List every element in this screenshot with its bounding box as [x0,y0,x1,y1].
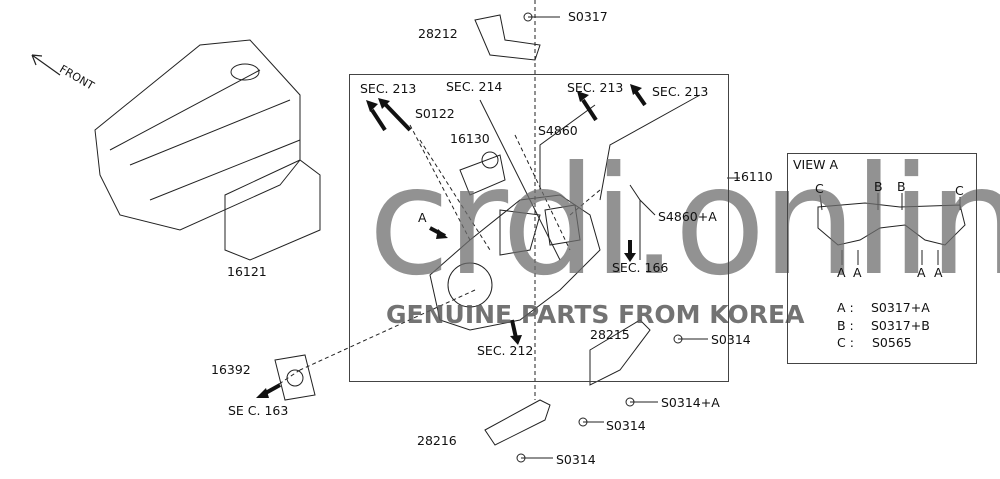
watermark-brand: crdi.online [368,135,1000,309]
part-28216[interactable]: 28216 [417,433,457,448]
part-s0314-a[interactable]: S0314+A [661,395,720,410]
legend-key: B : [837,318,854,333]
part-s0317[interactable]: S0317 [568,9,608,24]
legend-key: A : [837,300,854,315]
sec-213-link[interactable]: SEC. 213 [360,81,417,96]
view-a-frame [787,153,977,364]
view-mark: A [837,265,846,280]
legend-key: C : [837,335,854,350]
front-arrow-icon [31,54,61,76]
sec-166-link[interactable]: SEC. 166 [612,260,669,275]
legend-value[interactable]: S0317+B [871,318,930,333]
part-s0122[interactable]: S0122 [415,106,455,121]
sec-163-link[interactable]: SE C. 163 [228,403,289,418]
bracket-28216 [484,399,551,446]
view-mark: C [955,183,964,198]
view-mark: B [874,179,883,194]
gasket-16121 [224,159,321,261]
view-a-marker: A [418,210,427,225]
view-a-gasket [817,202,966,246]
main-assembly-frame [349,74,729,382]
view-mark: B [897,179,906,194]
legend-value[interactable]: S0565 [872,335,912,350]
part-s0314[interactable]: S0314 [606,418,646,433]
part-16121[interactable]: 16121 [227,264,267,279]
part-16130[interactable]: 16130 [450,131,490,146]
view-mark: A [934,265,943,280]
sec-213-link[interactable]: SEC. 213 [567,80,624,95]
part-s4860[interactable]: S4860 [538,123,578,138]
sec-213-link[interactable]: SEC. 213 [652,84,709,99]
watermark-tagline: GENUINE PARTS FROM KOREA [386,300,805,329]
sec-212-link[interactable]: SEC. 212 [477,343,534,358]
bracket-28215 [589,319,651,386]
bracket-28212 [474,14,541,61]
part-28215[interactable]: 28215 [590,327,630,342]
part-28212[interactable]: 28212 [418,26,458,41]
part-s4860-a[interactable]: S4860+A [658,209,717,224]
sec-214-link[interactable]: SEC. 214 [446,79,503,94]
legend-value[interactable]: S0317+A [871,300,930,315]
view-mark: C [815,181,824,196]
part-16392[interactable]: 16392 [211,362,251,377]
view-mark: A [917,265,926,280]
part-s0314[interactable]: S0314 [711,332,751,347]
view-a-title: VIEW A [793,157,839,172]
part-s0314[interactable]: S0314 [556,452,596,467]
gasket-16392 [274,354,316,401]
view-mark: A [853,265,862,280]
part-16110[interactable]: 16110 [733,169,773,184]
manifold-outline [429,194,601,331]
engine-outline [94,39,301,231]
